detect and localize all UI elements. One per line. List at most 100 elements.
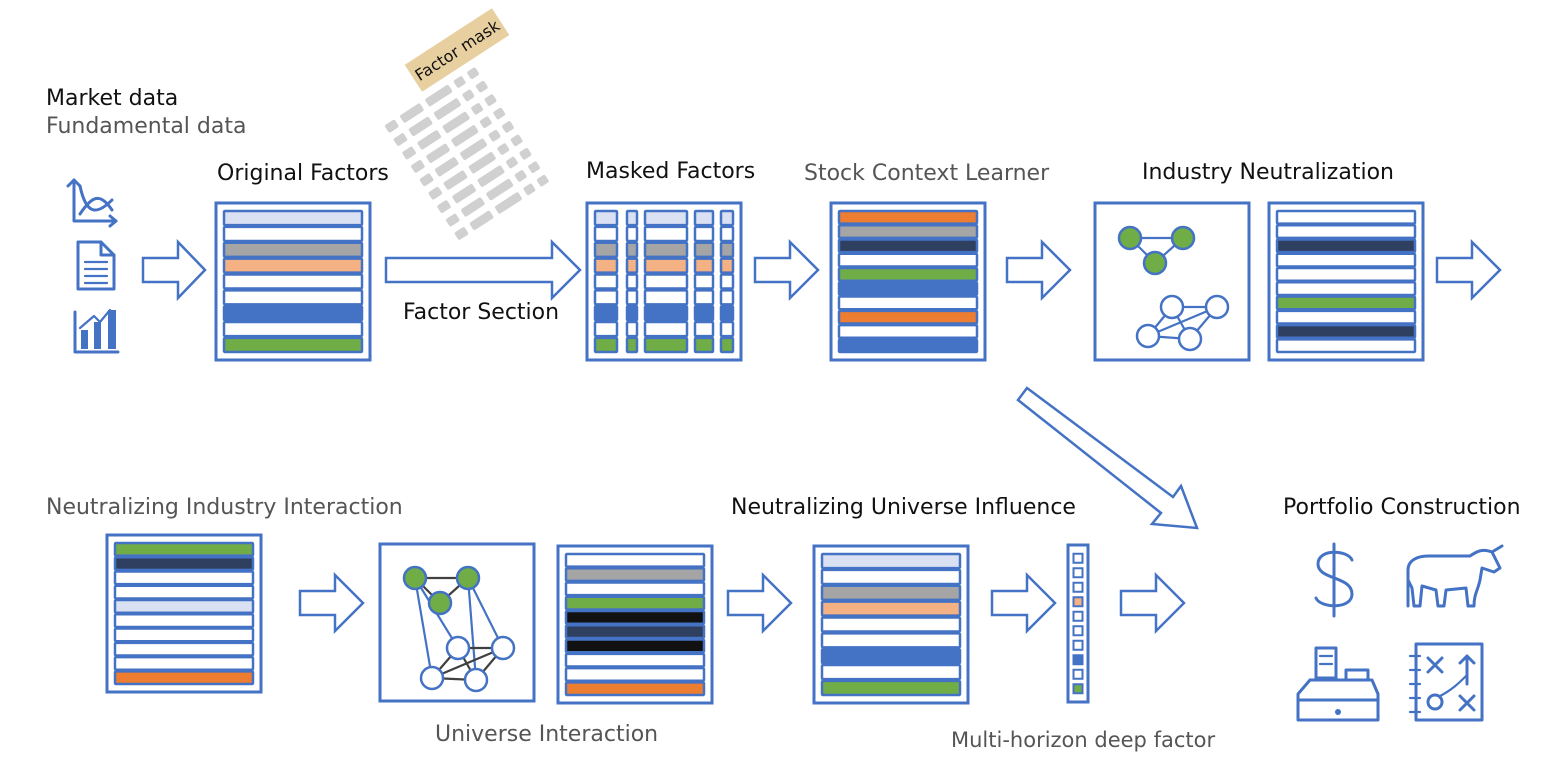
factor-row: [820, 568, 962, 586]
mask-bar: [451, 125, 479, 147]
mask-bar: [461, 197, 485, 217]
masked-cell: [625, 304, 639, 322]
factor-row: [1275, 295, 1417, 311]
factor-row: [837, 209, 979, 225]
graph-node: [1204, 294, 1230, 320]
masked-cell: [625, 225, 639, 243]
universe-influence-matrix: [812, 544, 970, 705]
masked-cell: [643, 289, 689, 306]
graph-node-filled: [455, 565, 481, 591]
factor-row: [222, 304, 364, 322]
masked-cell: [693, 273, 715, 290]
factor-row: [1275, 238, 1417, 254]
factor-row: [564, 595, 706, 611]
market-data-label: Market data: [46, 86, 179, 111]
graph-node: [1177, 326, 1203, 352]
factor-row: [222, 209, 364, 227]
arrow-influence-to-deep: [990, 571, 1057, 635]
neutralizing-industry-interaction-title: Neutralizing Industry Interaction: [46, 495, 403, 520]
graph-node: [490, 635, 516, 661]
factor-mask-tag-label: Factor mask: [411, 16, 503, 85]
factor-row: [837, 323, 979, 339]
factor-row: [837, 295, 979, 311]
industry-neutral-matrix: [1267, 201, 1425, 362]
arrow-context-to-industry: [1005, 238, 1072, 302]
fundamental-data-label: Fundamental data: [46, 114, 247, 139]
arrow-to-portfolio-diagonal: [1016, 386, 1199, 530]
deep-factor-cell: [1072, 654, 1084, 666]
deep-factor-column: [1066, 543, 1090, 704]
masked-cell: [719, 225, 735, 243]
masked-cell: [625, 209, 639, 227]
factor-row: [222, 289, 364, 306]
mask-bar: [519, 148, 532, 160]
masked-cell: [719, 257, 735, 274]
masked-cell: [593, 289, 619, 306]
masked-cell: [693, 336, 715, 354]
factor-row: [564, 666, 706, 682]
masked-cell: [593, 336, 619, 354]
factor-row: [837, 338, 979, 354]
mask-bar: [419, 173, 434, 187]
mask-bar: [506, 156, 518, 169]
mask-bar: [479, 116, 492, 128]
graph-edge: [1147, 305, 1218, 338]
masked-cell: [593, 257, 619, 274]
masked-cell: [625, 336, 639, 354]
mask-bar: [393, 133, 408, 146]
arrow-universe-to-influence: [726, 571, 793, 635]
deep-factor-cell: [1072, 668, 1084, 680]
masked-cell: [593, 320, 619, 338]
industry-interaction-matrix: [105, 533, 263, 694]
factor-row: [113, 670, 255, 686]
masked-cell: [719, 273, 735, 290]
factor-mask: Factor mask: [385, 8, 549, 240]
masked-cell: [693, 304, 715, 322]
factor-row: [820, 600, 962, 617]
deep-factor-cell: [1072, 683, 1084, 695]
industry-graph-box: [1093, 201, 1251, 362]
masked-cell: [625, 320, 639, 338]
universe-graph-box: [378, 542, 536, 703]
deep-factor-cell: [1072, 610, 1084, 622]
mask-bar: [408, 116, 433, 137]
universe-interaction-label: Universe Interaction: [435, 722, 659, 747]
masked-cell: [693, 241, 715, 259]
factor-row: [1275, 224, 1417, 240]
factor-row: [837, 252, 979, 268]
factor-row: [837, 238, 979, 254]
factor-row: [222, 273, 364, 290]
masked-cell: [625, 289, 639, 306]
masked-cell: [593, 273, 619, 290]
mask-bar: [495, 192, 522, 214]
mask-bar: [453, 76, 466, 88]
graph-node-filled: [1117, 225, 1143, 251]
mask-bar: [510, 134, 523, 147]
factor-row: [564, 681, 706, 697]
masked-cell: [593, 304, 619, 322]
arrow-sources-to-original: [141, 238, 207, 302]
mask-bar: [434, 157, 459, 177]
mask-bar: [502, 121, 514, 133]
factor-row: [564, 609, 706, 625]
masked-cell: [643, 257, 689, 274]
graph-node: [1159, 294, 1185, 320]
mask-bar: [460, 138, 487, 160]
bar-chart-icon: [73, 308, 120, 354]
factor-row: [1275, 252, 1417, 268]
graph-node: [419, 665, 445, 691]
deep-factor-cell: [1072, 596, 1084, 608]
mask-bar: [493, 107, 506, 120]
graph-node: [445, 635, 471, 661]
masked-cell: [643, 320, 689, 338]
factor-row: [113, 541, 255, 557]
mask-bar: [452, 184, 476, 204]
graph-node-filled: [402, 565, 428, 591]
mask-bar: [454, 227, 469, 240]
mask-bar: [446, 213, 460, 227]
factor-row: [837, 266, 979, 282]
masked-cell: [719, 336, 735, 354]
masked-cell: [593, 241, 619, 259]
graph-node-filled: [1170, 225, 1196, 251]
